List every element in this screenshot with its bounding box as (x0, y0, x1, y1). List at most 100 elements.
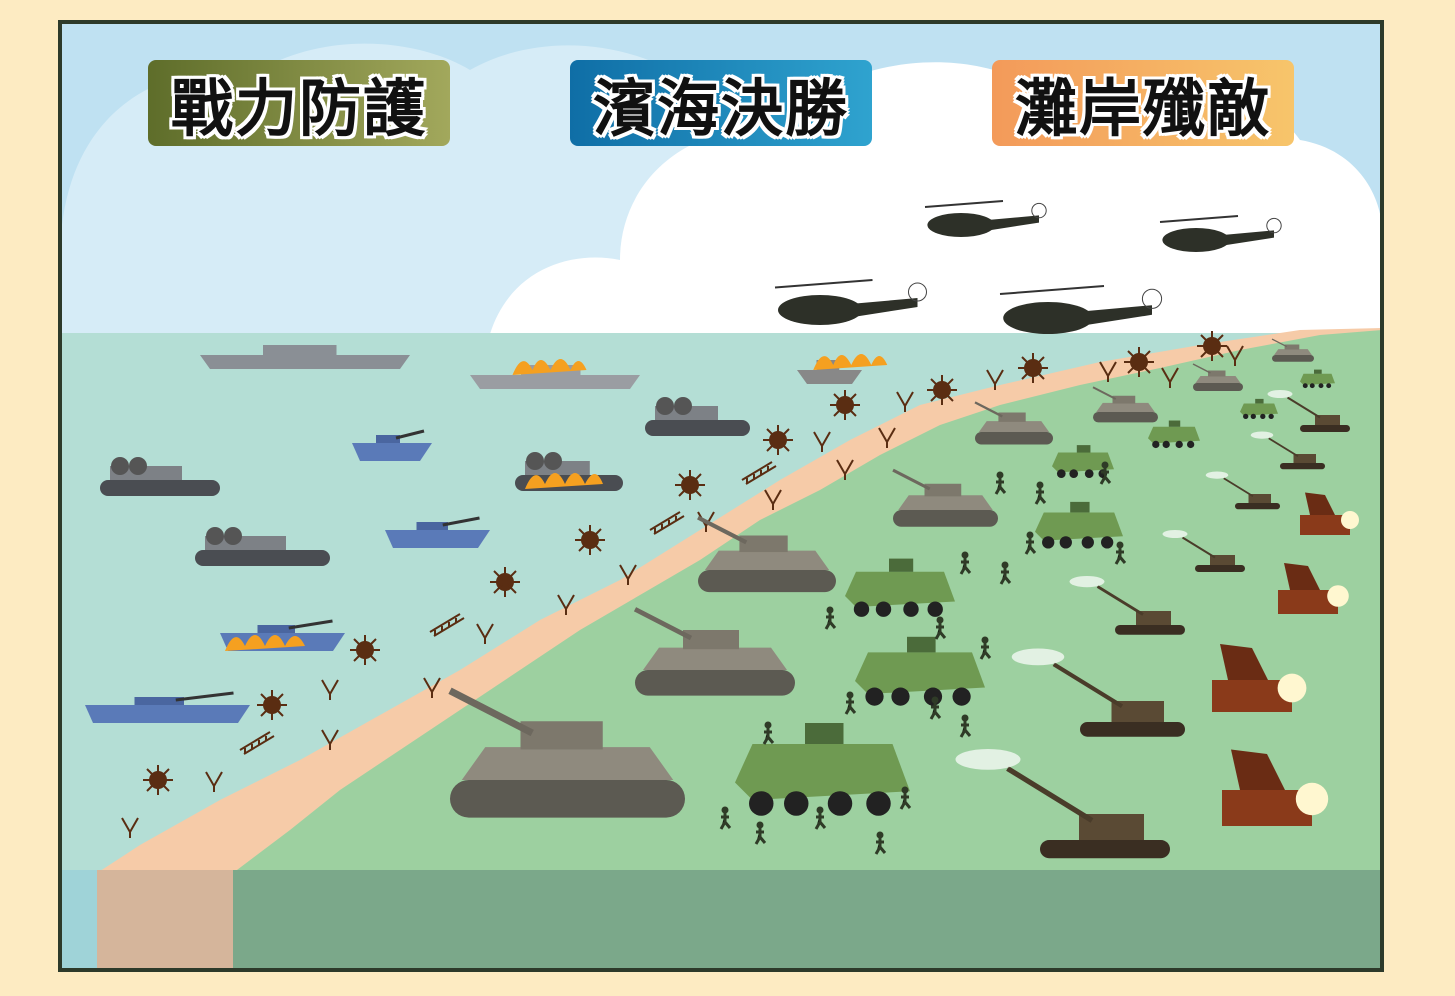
tank (1092, 386, 1158, 423)
tank (1271, 338, 1314, 362)
mine-obstacle-icon (830, 390, 860, 420)
ship (797, 354, 888, 384)
attack-helicopter (999, 285, 1163, 334)
title-badge-littoral-battle: 濱海決勝 (570, 60, 872, 146)
soldier (959, 551, 972, 575)
soldier (824, 606, 837, 630)
sand-band (97, 870, 233, 970)
czech-hedgehog-icon (619, 564, 637, 585)
barrier-icon (239, 731, 275, 755)
armored-vehicle (1035, 501, 1123, 549)
self-propelled-howitzer (1162, 530, 1245, 572)
barrier-icon (649, 511, 685, 535)
hovercraft (515, 452, 623, 491)
czech-hedgehog-icon (205, 771, 223, 792)
czech-hedgehog-icon (1226, 345, 1244, 366)
czech-hedgehog-icon (764, 489, 782, 510)
czech-hedgehog-icon (321, 729, 339, 750)
barrier-icon (429, 613, 465, 637)
armored-vehicle (845, 558, 955, 617)
self-propelled-howitzer (955, 749, 1170, 859)
mine-obstacle-icon (763, 425, 793, 455)
attack-helicopter (1159, 215, 1282, 252)
mine-obstacle-icon (490, 567, 520, 597)
mine-obstacle-icon (927, 375, 957, 405)
soldier (999, 561, 1012, 585)
soldier (1034, 481, 1047, 505)
hovercraft (100, 457, 220, 496)
tank (974, 401, 1053, 445)
armored-vehicle (1240, 398, 1278, 420)
soldier (719, 806, 732, 830)
soldier (762, 721, 775, 745)
soldier (1114, 541, 1127, 565)
tank (1192, 363, 1243, 391)
soldier (1099, 461, 1112, 485)
soldier (929, 696, 942, 720)
frame-border (58, 20, 1384, 972)
armored-vehicle (1148, 420, 1200, 449)
amphibious-vehicle (385, 516, 490, 548)
rocket-launcher (1300, 492, 1359, 535)
soldier (899, 786, 912, 810)
self-propelled-howitzer (1011, 648, 1185, 737)
armored-vehicle (1300, 369, 1335, 389)
czech-hedgehog-icon (423, 677, 441, 698)
czech-hedgehog-icon (1161, 367, 1179, 388)
armored-vehicle (855, 636, 985, 706)
mine-obstacle-icon (575, 525, 605, 555)
amphibious-vehicle (85, 691, 250, 723)
title-text: 濱海決勝 (592, 72, 849, 145)
mine-obstacle-icon (675, 470, 705, 500)
amphibious-vehicle (220, 619, 345, 651)
self-propelled-howitzer (1069, 576, 1185, 635)
armored-vehicle (1052, 445, 1114, 478)
rocket-launcher (1278, 563, 1349, 614)
amphibious-vehicle (352, 429, 432, 461)
mine-obstacle-icon (143, 765, 173, 795)
attack-helicopter (774, 279, 927, 325)
czech-hedgehog-icon (121, 817, 139, 838)
tank (892, 468, 998, 527)
ship (200, 345, 410, 369)
soldier (994, 471, 1007, 495)
title-text: 戰力防護 (170, 72, 427, 145)
czech-hedgehog-icon (476, 623, 494, 644)
hovercraft (645, 397, 750, 436)
soldier (814, 806, 827, 830)
soldier (934, 616, 947, 640)
czech-hedgehog-icon (986, 369, 1004, 390)
attack-helicopter (924, 200, 1047, 237)
armored-vehicle (735, 723, 910, 816)
czech-hedgehog-icon (1099, 361, 1117, 382)
czech-hedgehog-icon (321, 679, 339, 700)
self-propelled-howitzer (1267, 390, 1350, 432)
title-text: 灘岸殲敵 (1014, 72, 1271, 145)
soldier (874, 831, 887, 855)
tank (448, 687, 685, 818)
self-propelled-howitzer (1205, 471, 1280, 510)
rocket-launcher (1212, 644, 1307, 712)
water-band (60, 870, 97, 970)
mine-obstacle-icon (1124, 347, 1154, 377)
tank (697, 515, 836, 593)
mine-obstacle-icon (257, 690, 287, 720)
mine-obstacle-icon (350, 635, 380, 665)
title-badge-beach-annihilation: 灘岸殲敵 (992, 60, 1294, 146)
czech-hedgehog-icon (836, 459, 854, 480)
czech-hedgehog-icon (813, 431, 831, 452)
hovercraft (195, 527, 330, 566)
czech-hedgehog-icon (896, 391, 914, 412)
ship (470, 359, 640, 389)
self-propelled-howitzer (1250, 431, 1325, 470)
barrier-icon (741, 461, 777, 485)
czech-hedgehog-icon (557, 594, 575, 615)
title-badge-force-protection: 戰力防護 (148, 60, 450, 146)
soldier (754, 821, 767, 845)
soldier (979, 636, 992, 660)
mine-obstacle-icon (1018, 353, 1048, 383)
rocket-launcher (1222, 749, 1329, 826)
soldier (959, 714, 972, 738)
czech-hedgehog-icon (878, 427, 896, 448)
